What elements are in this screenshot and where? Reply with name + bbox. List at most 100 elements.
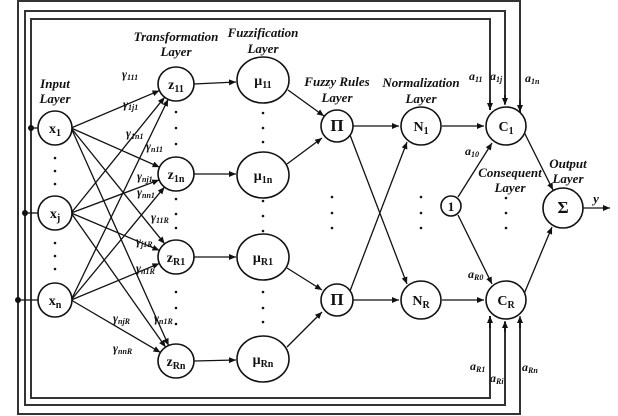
a-label-1j: a1j [490,69,503,84]
gamma-label-1n1: γ1n1 [126,126,143,141]
node-z1n: z1n [157,156,195,192]
ellipsis-dot [53,182,57,186]
edge-x1-z1n [70,127,160,168]
gamma-label-njR: γnjR [113,311,131,326]
consequent-layer-title-line1: Consequent [478,165,542,180]
a-label-1n: a1n [525,71,540,86]
edge-muRn-piR [286,311,323,348]
gamma-label-nnR: γnnR [113,341,133,356]
edge-xn-z1n [70,186,165,301]
edge-xj-z11 [70,96,166,214]
node-circle [157,66,195,102]
ellipsis-dot [330,195,334,199]
node-circle [236,233,290,281]
node-muR1: μR1 [236,233,290,281]
node-label: Π [330,290,343,309]
edge-xn-z11 [70,99,169,301]
node-circle [236,151,290,199]
input-taps [15,125,38,303]
ellipsis-dot [174,290,178,294]
node-xn: xn [37,282,73,318]
edge-xj-zR1 [70,212,160,252]
edge-mu11-pi1 [287,89,325,117]
node-z11: z11 [157,66,195,102]
feedback-line-x1-bottom [30,128,491,399]
node-zR1: zR1 [157,239,195,275]
gamma-label-n11: γn11 [146,139,163,154]
node-label: C1 [498,120,513,137]
feedback-line-xn-bottom [17,300,521,415]
node-label: N1 [413,120,428,137]
node-muRn: μRn [236,335,290,383]
edge-one-CR [457,214,493,285]
node-sigma: Σ [542,187,584,229]
node-mu11: μ11 [236,56,290,104]
edge-piR-N1 [349,141,408,292]
consequent-layer-title-line2: Layer [493,180,526,195]
node-circle [236,335,290,383]
gamma-label-nj1: γnj1 [137,169,153,184]
node-label: x1 [49,122,61,139]
feedback-line-x1-top [30,18,491,128]
node-N1: N1 [400,106,442,146]
a-label-R1: aR1 [470,359,485,374]
edge-x1-zR1 [70,127,166,245]
a-label-10: a10 [465,144,479,159]
ellipsis-dot [261,306,265,310]
ellipsis-dot [261,229,265,233]
rules-to-normalize-edges [349,123,408,303]
ellipsis-dot [53,254,57,258]
ellipsis-dot [53,267,57,271]
ellipsis-dot [174,197,178,201]
edge-xj-z1n [70,179,160,214]
ellipsis-dot [330,226,334,230]
consequent-to-output-edges [523,131,610,295]
bias-edges [457,142,493,285]
ellipsis-dot [174,306,178,310]
node-circle [400,280,442,320]
fuzzy-rules-layer-title-line1: Fuzzy Rules [303,74,369,89]
ellipsis-dot [174,322,178,326]
node-label: CR [497,294,515,311]
ellipsis-dot [53,241,57,245]
feedback-line-xj-bottom [24,213,506,406]
feedback-line-xn-top [17,0,521,300]
node-xj: xj [37,195,73,231]
gamma-label-n1R: γn1R [136,261,155,276]
layer-titles: Input Layer Transformation Layer Fuzzifi… [38,25,599,206]
node-label: μRn [253,353,274,370]
node-pi1: Π [320,109,354,143]
ellipsis-dot [261,111,265,115]
edge-x1-z11 [70,89,160,129]
node-zRn: zRn [157,343,195,379]
a-label-R0: aR0 [468,267,483,282]
node-circle [320,109,354,143]
node-label: zR1 [167,251,185,268]
feedback-frame [17,0,521,415]
transformation-layer-title-line1: Transformation [134,29,219,44]
edge-x1-zRn [70,127,170,346]
edge-xn-zRn [70,299,161,354]
node-circle [37,282,73,318]
node-circle [157,239,195,275]
node-C1: C1 [485,106,527,146]
edge-muR1-piR [286,267,323,291]
node-label: z11 [168,78,184,95]
node-circle [542,187,584,229]
node-mu1n: μ1n [236,151,290,199]
ellipsis-dot [261,320,265,324]
edge-zRn-muRn [193,357,237,364]
edge-one-C1 [457,142,493,198]
output-y-label: y [591,191,599,206]
edge-C1-sigma [523,131,554,191]
node-one: 1 [440,195,462,217]
node-label: NR [412,294,430,311]
fuzzy-rules-layer-title-line2: Layer [320,90,353,105]
node-circle [157,156,195,192]
ellipsis-dot [504,226,508,230]
node-label: μ1n [254,169,273,186]
normalization-layer-title-line1: Normalization [381,75,459,90]
ellipsis-dot [174,110,178,114]
ellipsis-dot [261,214,265,218]
